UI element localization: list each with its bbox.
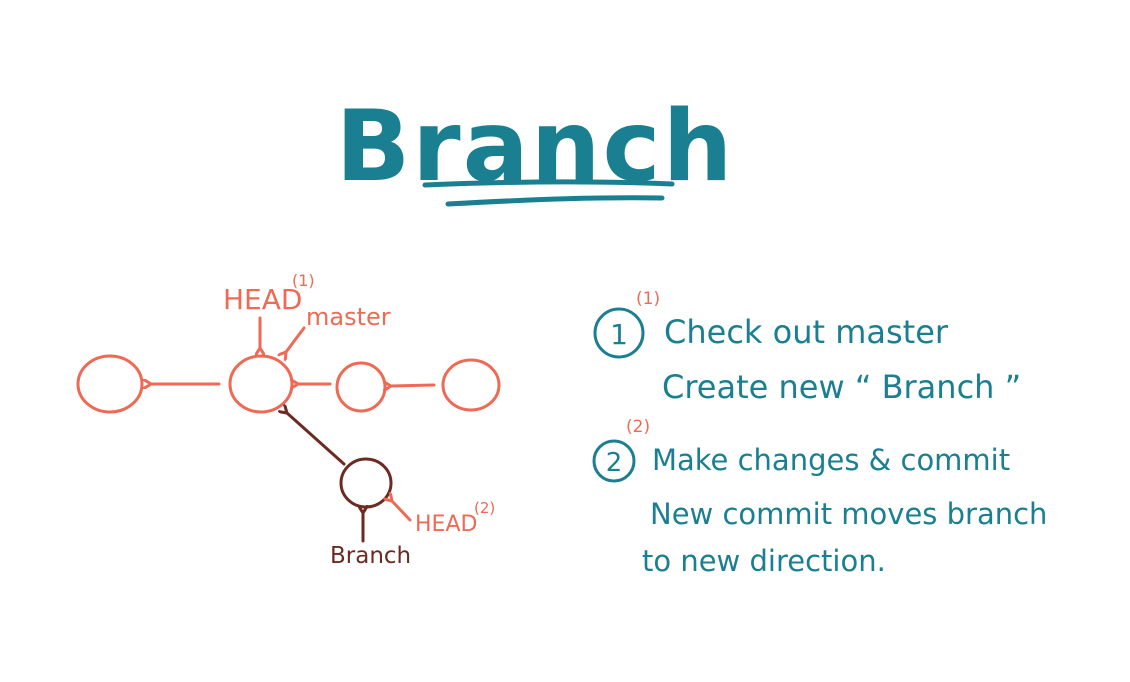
page-title: Branch [336, 90, 735, 204]
step-1-sup: (1) [636, 289, 660, 309]
step-1-line-2: Create new “ Branch ” [662, 368, 1021, 406]
commit-node-4 [441, 358, 501, 412]
step-2-line-2: New commit moves branch [650, 497, 1047, 531]
step-1-number: 1 [610, 318, 628, 351]
head-2-label: HEAD [415, 512, 477, 537]
step-2-number-circle [592, 439, 636, 483]
step-1-number-circle [593, 307, 645, 359]
branch-label: Branch [330, 543, 411, 569]
head-2-sup: (2) [474, 499, 495, 517]
title-underline-2 [445, 195, 665, 207]
head-1-label: HEAD [223, 283, 302, 316]
step-2-line-1: Make changes & commit [652, 443, 1010, 477]
head-1-sup: (1) [292, 271, 315, 290]
commit-node-3 [335, 361, 387, 413]
arrow-commit4-to-commit3 [391, 385, 436, 386]
step-2-number: 2 [606, 448, 623, 478]
arrow-branch-to-commit2 [287, 413, 346, 466]
master-label: master [306, 303, 391, 331]
branch-commit-node [339, 457, 393, 509]
arrow-master-pointer [286, 326, 306, 352]
commit-node-1 [76, 354, 144, 414]
commit-node-2 [228, 354, 294, 414]
step-1-line-1: Check out master [664, 313, 949, 351]
arrow-head2-pointer [392, 501, 412, 522]
step-2-line-3: to new direction. [642, 544, 886, 578]
step-2-sup: (2) [626, 417, 650, 437]
title-underline [422, 179, 675, 188]
